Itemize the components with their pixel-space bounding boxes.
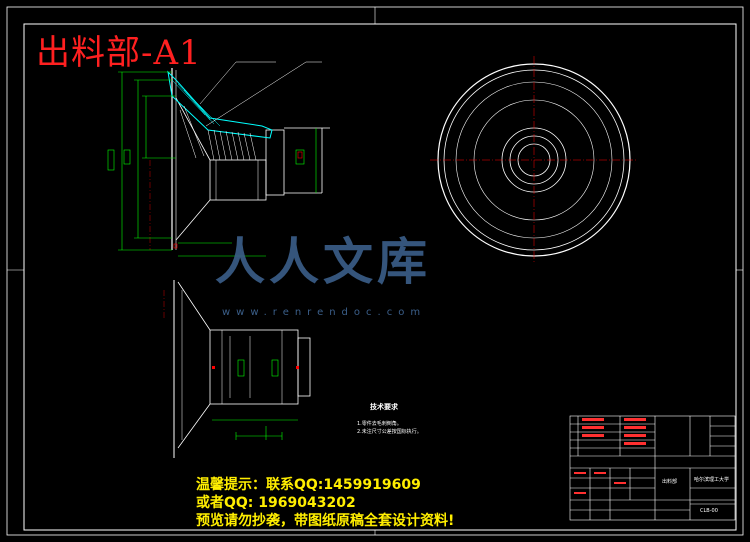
dimensions-top xyxy=(107,71,317,257)
notice-line-2: 或者QQ: 1969043202 xyxy=(196,495,356,511)
inner-border xyxy=(23,23,737,531)
section-view-top xyxy=(149,61,330,250)
drawing-stamp-title: 出料部-A1 xyxy=(36,33,202,73)
title-block xyxy=(569,415,736,521)
notice-line-3: 预览请勿抄袭，带图纸原稿全套设计资料! xyxy=(196,513,455,529)
notice-line-1: 温馨提示：联系QQ:1459919609 xyxy=(196,477,421,493)
tech-requirement-line-2: 2.未注尺寸公差按国标执行。 xyxy=(357,429,422,435)
title-block-part-name: 出料部 xyxy=(662,479,678,485)
title-block-drawing-number: CLB-00 xyxy=(700,508,718,514)
end-view xyxy=(430,56,638,264)
watermark-logo: 人人文库 xyxy=(215,232,431,291)
title-block-entries xyxy=(574,418,646,494)
section-view-bottom xyxy=(163,280,311,458)
dimensions-bottom xyxy=(212,359,298,440)
title-block-school: 哈尔滨理工大学 xyxy=(694,477,730,483)
watermark-site: www.renrendoc.com xyxy=(222,307,427,318)
tech-requirements-title: 技术要求 xyxy=(370,403,398,411)
tech-requirement-line-1: 1.零件去毛刺倒角。 xyxy=(357,421,402,427)
